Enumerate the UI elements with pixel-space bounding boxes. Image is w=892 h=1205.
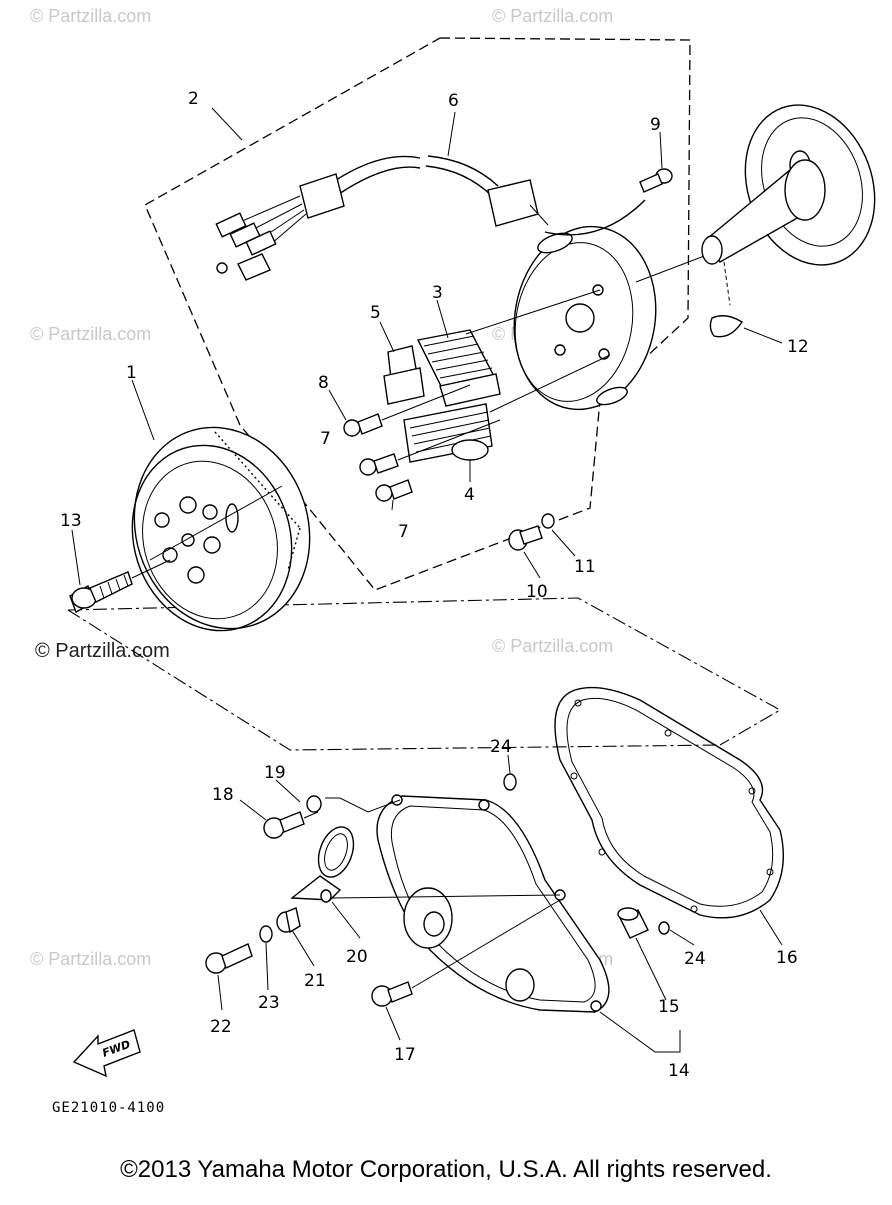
callout-4: 4 [464,485,475,505]
callout-numbers: 1 2 3 4 5 6 7 7 8 9 10 11 12 13 14 15 16… [60,89,809,1081]
callout-7-upper: 7 [320,429,331,449]
washer-19 [306,795,322,813]
callout-3: 3 [432,283,443,303]
bolt-18 [263,811,319,839]
watermark-top-right: © Partzilla.com [492,6,613,26]
callout-21: 21 [304,971,326,991]
callout-22: 22 [210,1017,232,1037]
watermark-lower-right: © Partzilla.com [492,636,613,656]
callout-18: 18 [212,785,234,805]
leader-19-to-cover [325,797,401,813]
charge-coil [416,289,601,407]
screw-9 [639,168,673,193]
screw-7-upper [359,419,501,476]
stator-assembly-outline [144,37,691,591]
callout-11: 11 [574,557,596,577]
diagram-code: GE21010-4100 [52,1100,165,1116]
dowel-pin-24-upper [503,773,517,791]
clamp-20 [290,826,355,903]
crankshaft [701,104,876,306]
copyright-notice: ©2013 Yamaha Motor Corporation, U.S.A. A… [120,1156,772,1183]
wire-harness [215,155,646,281]
watermark-mid-left: © Partzilla.com [30,324,151,344]
callout-14: 14 [668,1061,690,1081]
callout-8: 8 [318,373,329,393]
callout-2: 2 [188,89,199,109]
lighting-coil [403,354,611,463]
callout-20: 20 [346,947,368,967]
forward-direction-arrow: FWD [72,1029,141,1078]
callout-13: 13 [60,511,82,531]
crankcase-cover [331,794,610,1013]
flywheel-rotor [131,426,311,632]
callout-6: 6 [448,91,459,111]
leader-lines [71,107,783,1053]
callout-9: 9 [650,115,661,135]
gasket [554,686,785,919]
callout-5: 5 [370,303,381,323]
woodruff-key [709,315,743,338]
callout-16: 16 [776,948,798,968]
stator-base-plate [513,225,721,411]
bolt-22 [205,943,253,974]
callout-7-lower: 7 [398,522,409,542]
callout-19: 19 [264,763,286,783]
callout-24-lower: 24 [684,949,706,969]
collar-15 [617,907,649,939]
callout-12: 12 [787,337,809,357]
callout-23: 23 [258,993,280,1013]
lower-assembly-outline-upper [67,597,782,746]
washer-23 [259,925,273,943]
bolt-17 [371,899,561,1007]
pickup-coil [383,345,425,405]
washer-11 [541,513,555,529]
collar-21 [276,907,301,934]
callout-10: 10 [526,582,548,602]
callout-1: 1 [126,363,137,383]
callout-15: 15 [658,997,680,1017]
callout-24-upper: 24 [490,737,512,757]
leader-12 [743,327,783,344]
watermark-primary: © Partzilla.com [35,640,170,662]
watermark-top-left: © Partzilla.com [30,6,151,26]
screw-10 [508,525,543,551]
watermark-bottom-left: © Partzilla.com [30,949,151,969]
flywheel-bolt [69,559,171,614]
screw-8 [343,384,471,437]
lower-assembly-outline-lower [67,609,721,751]
dowel-pin-24-lower [658,921,670,935]
callout-17: 17 [394,1045,416,1065]
screw-7-lower [375,479,413,502]
